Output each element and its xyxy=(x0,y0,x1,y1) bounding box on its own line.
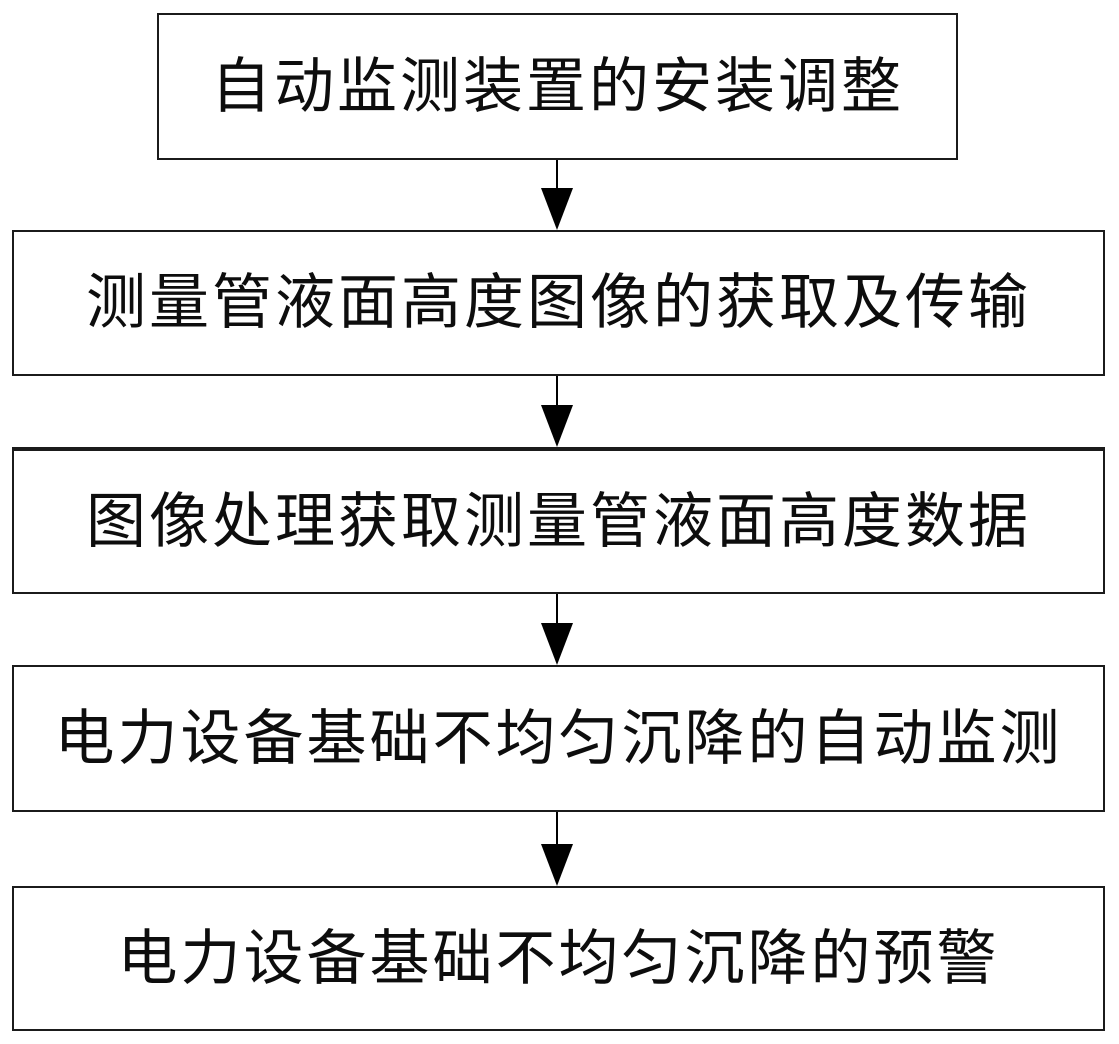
flow-step-2-label: 测量管液面高度图像的获取及传输 xyxy=(86,270,1031,336)
flow-step-3: 图像处理获取测量管液面高度数据 xyxy=(12,447,1105,594)
down-arrow-icon xyxy=(541,405,573,447)
arrow-stem xyxy=(556,812,558,850)
down-arrow-2 xyxy=(541,376,573,447)
flow-step-5: 电力设备基础不均匀沉降的预警 xyxy=(12,886,1105,1031)
down-arrow-4 xyxy=(541,812,573,886)
flow-step-3-label: 图像处理获取测量管液面高度数据 xyxy=(86,488,1031,555)
arrow-stem xyxy=(556,160,558,194)
down-arrow-1 xyxy=(541,160,573,230)
down-arrow-icon xyxy=(541,623,573,665)
arrow-stem xyxy=(556,594,558,629)
flow-step-1-label: 自动监测装置的安装调整 xyxy=(211,53,904,120)
flow-step-4-label: 电力设备基础不均匀沉降的自动监测 xyxy=(54,705,1063,772)
arrow-stem xyxy=(556,376,558,411)
flow-step-2: 测量管液面高度图像的获取及传输 xyxy=(12,230,1105,376)
flow-step-1: 自动监测装置的安装调整 xyxy=(157,13,958,160)
down-arrow-icon xyxy=(541,188,573,230)
down-arrow-3 xyxy=(541,594,573,665)
flow-step-5-label: 电力设备基础不均匀沉降的预警 xyxy=(117,925,1000,992)
down-arrow-icon xyxy=(541,844,573,886)
flow-step-4: 电力设备基础不均匀沉降的自动监测 xyxy=(12,665,1105,812)
